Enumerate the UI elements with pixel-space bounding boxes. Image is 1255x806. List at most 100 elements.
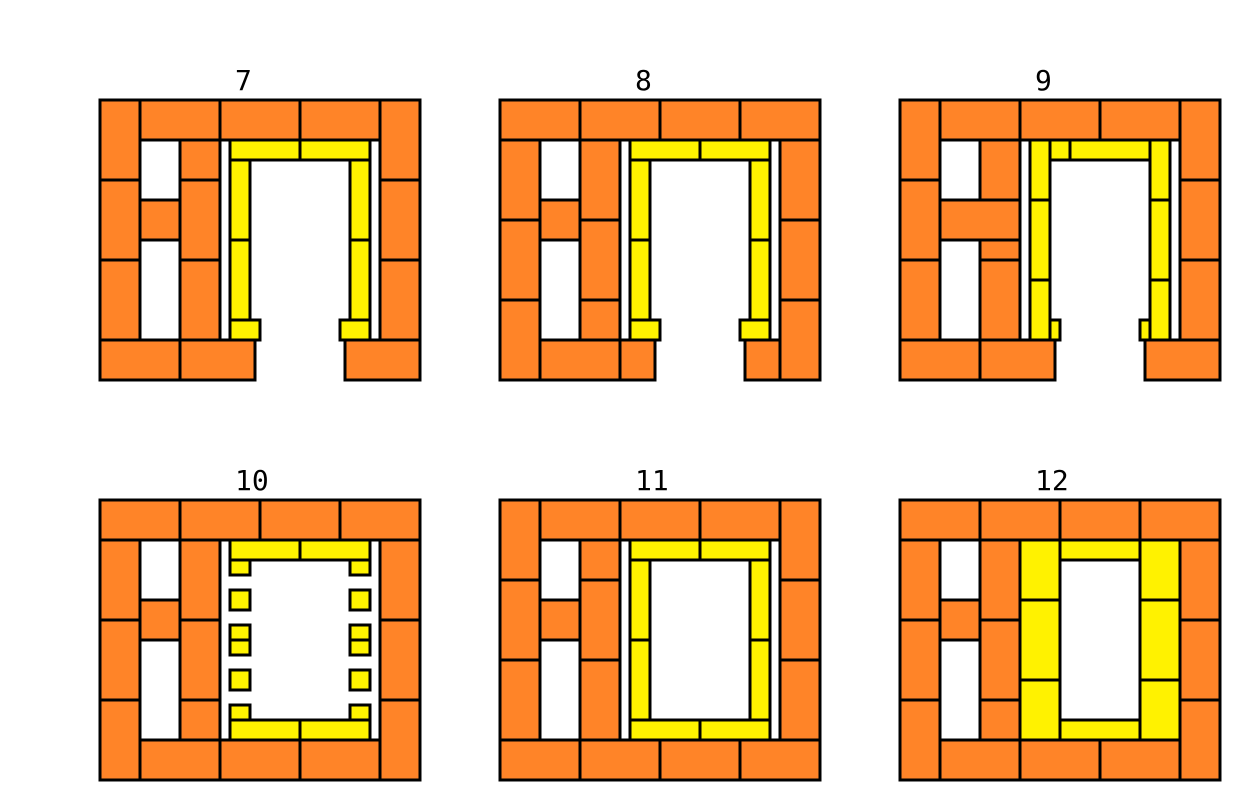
brick [898,538,942,622]
panel-9: 9 [898,64,1222,382]
brick [738,98,822,142]
brick [778,498,822,582]
brick [498,218,542,302]
firebrick [628,718,702,742]
firebrick [628,318,662,342]
firebrick [1138,538,1182,602]
brick [298,98,382,142]
brick [98,498,182,542]
brick [1143,338,1222,382]
brick [178,538,222,622]
brick [978,618,1022,702]
panel-label: 11 [635,464,669,497]
brick [498,658,542,742]
brick [738,738,822,782]
brick [618,338,657,382]
brick [1178,258,1222,342]
firebrick [1028,198,1052,282]
firebrick [698,538,772,562]
brick [578,738,662,782]
brick [1018,98,1102,142]
brick [978,698,1022,742]
firebrick [628,238,652,322]
firebrick [748,158,772,242]
firebrick [1148,198,1172,282]
brick [178,338,257,382]
firebrick [1018,598,1062,682]
brick [378,538,422,622]
panel-label: 10 [235,464,269,497]
brick [1098,738,1182,782]
brick [1178,178,1222,262]
brick [578,218,622,302]
brick [378,258,422,342]
firebrick [348,238,372,322]
panel-label: 12 [1035,464,1069,497]
brick [498,578,542,662]
panel-label: 8 [635,64,652,97]
firebrick [228,318,262,342]
firebrick [628,538,702,562]
panel-label: 9 [1035,64,1052,97]
brick [378,618,422,702]
brick [1178,538,1222,622]
brick [138,598,182,642]
brick [298,738,382,782]
brick [498,98,582,142]
firebrick [348,668,372,692]
brick [978,238,1022,262]
firebrick [228,588,252,612]
brick [898,338,982,382]
panel-12: 12 [898,464,1222,782]
firebrick [1138,598,1182,682]
brick [378,98,422,182]
brick [538,338,622,382]
brick [1138,498,1222,542]
firebrick [228,558,252,577]
brick [698,498,782,542]
brick [98,338,182,382]
brick [1178,698,1222,782]
brick [98,538,142,622]
brick [498,298,542,382]
firebrick [628,158,652,242]
brick [498,498,542,582]
brick [978,138,1022,202]
brick [138,198,182,242]
brick [138,738,222,782]
brick [178,618,222,702]
brick [938,598,982,642]
brick [98,698,142,782]
brick [938,198,1022,242]
panel-7: 7 [98,64,422,382]
brick [578,658,622,742]
firebrick [228,538,302,562]
brick [898,98,942,182]
brick [978,338,1057,382]
brick [1098,98,1182,142]
firebrick [1028,138,1052,202]
brick [658,98,742,142]
brick [178,698,222,742]
brick [258,498,342,542]
brick [1178,98,1222,182]
firebrick [228,703,252,722]
firebrick [228,668,252,692]
brick [978,538,1022,622]
brick [778,138,822,222]
firebrick [628,638,652,722]
firebrick [228,718,302,742]
firebrick [628,138,702,162]
brick [538,198,582,242]
brick [898,498,982,542]
brick [578,298,622,342]
brick [378,698,422,782]
brick [498,138,542,222]
firebrick [228,638,252,657]
brick [98,178,142,262]
brick [138,98,222,142]
brick [218,738,302,782]
brick [178,138,222,182]
firebrick [748,558,772,642]
